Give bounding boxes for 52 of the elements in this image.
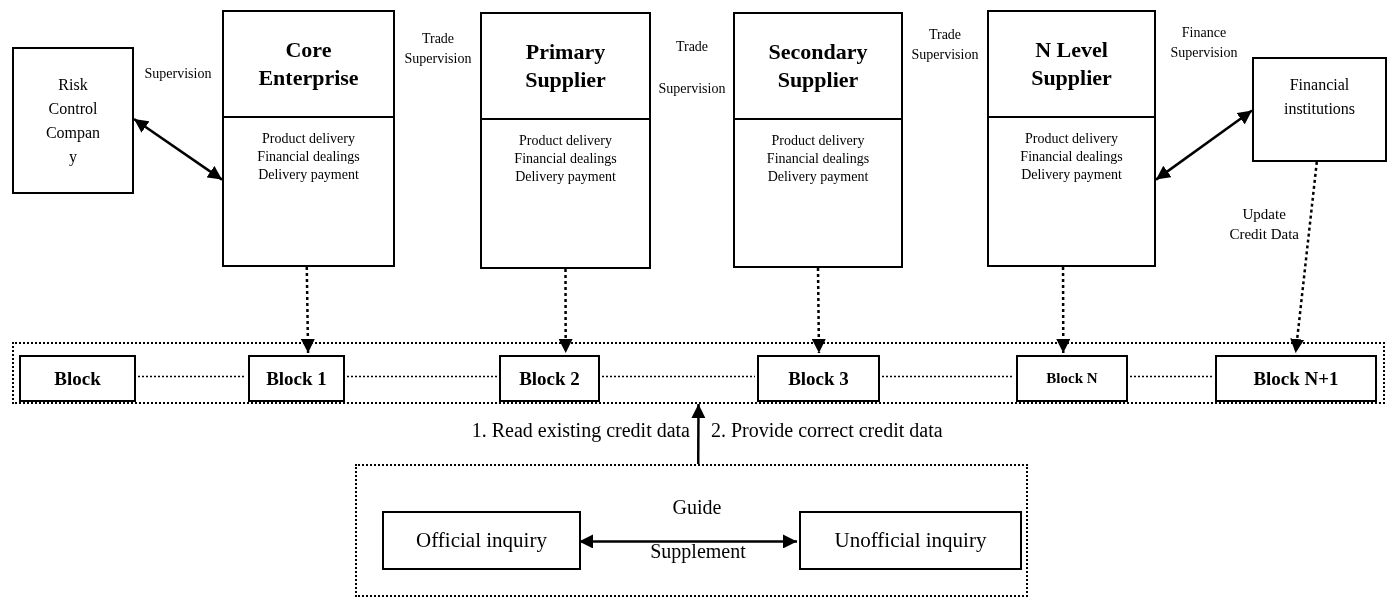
dotted-group-box bbox=[12, 342, 1385, 404]
flow-label: 1. Read existing credit data bbox=[471, 420, 690, 440]
inquiry-box bbox=[799, 511, 1022, 570]
annotation-text: Guide bbox=[671, 497, 723, 517]
box-label: Risk Control Compan y bbox=[44, 74, 102, 168]
activity-list: Product delivery Financial dealings Delivery payment bbox=[735, 132, 901, 186]
entity-title: Secondary Supplier bbox=[767, 38, 869, 94]
inquiry-label: Unofficial inquiry bbox=[834, 528, 987, 553]
annotation-text: Finance Supervision bbox=[1169, 24, 1239, 62]
block-box bbox=[19, 355, 136, 402]
block-box bbox=[1215, 355, 1377, 402]
block-label: Block 2 bbox=[519, 367, 580, 390]
arrow bbox=[1290, 161, 1319, 354]
block-box bbox=[499, 355, 600, 402]
inquiry-label: Official inquiry bbox=[416, 528, 547, 553]
arrow bbox=[1056, 267, 1071, 353]
activity-list: Product delivery Financial dealings Delivery payment bbox=[989, 130, 1154, 184]
annotation-text: Trade Supervision bbox=[657, 38, 727, 98]
box-label: Financial institutions bbox=[1282, 75, 1357, 119]
arrow bbox=[691, 404, 706, 464]
block-box bbox=[757, 355, 880, 402]
block-label: Block 3 bbox=[788, 367, 849, 390]
annotation-text: Supervision bbox=[143, 65, 213, 83]
block-label: Block N+1 bbox=[1253, 367, 1339, 390]
arrow bbox=[579, 534, 797, 549]
arrow bbox=[1155, 109, 1253, 181]
entity-box bbox=[222, 10, 395, 267]
block-label: Block 1 bbox=[266, 367, 327, 390]
block-box bbox=[248, 355, 345, 402]
block-box bbox=[1016, 355, 1128, 402]
annotation-text: Supplement bbox=[649, 541, 747, 561]
dotted-group-box bbox=[355, 464, 1028, 597]
activity-list: Product delivery Financial dealings Delivery payment bbox=[224, 130, 393, 184]
entity-box bbox=[480, 12, 651, 269]
arrow bbox=[133, 118, 223, 181]
arrow bbox=[811, 268, 826, 353]
inquiry-box bbox=[382, 511, 581, 570]
activity-list: Product delivery Financial dealings Delivery payment bbox=[482, 132, 649, 186]
annotation-text: Trade Supervision bbox=[910, 26, 980, 64]
entity-box bbox=[987, 10, 1156, 267]
block-label: Block bbox=[54, 367, 101, 390]
process-box bbox=[1252, 57, 1387, 162]
arrow bbox=[558, 269, 573, 353]
block-label: Block N bbox=[1046, 370, 1098, 387]
entity-title: Core Enterprise bbox=[257, 36, 360, 92]
arrow bbox=[300, 266, 315, 354]
entity-title: Primary Supplier bbox=[524, 38, 607, 94]
process-box bbox=[12, 47, 134, 194]
entity-box bbox=[733, 12, 903, 268]
flow-label: 2. Provide correct credit data bbox=[711, 420, 943, 440]
annotation-text: Trade Supervision bbox=[403, 30, 473, 68]
entity-title: N Level Supplier bbox=[1030, 36, 1113, 92]
